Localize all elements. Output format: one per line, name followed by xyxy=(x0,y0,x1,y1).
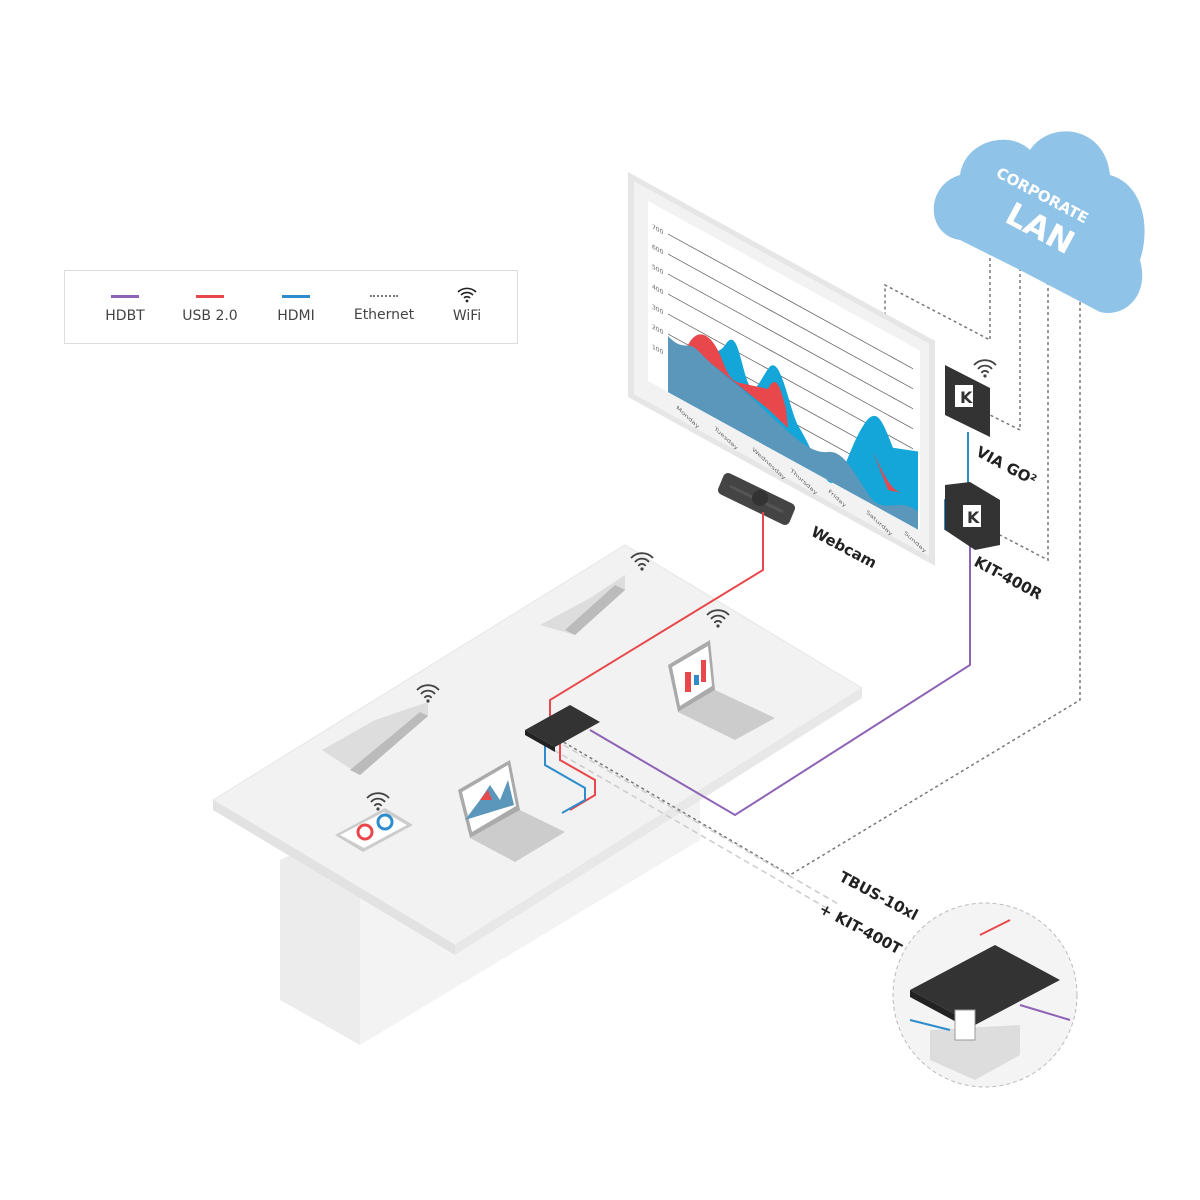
legend-label: HDMI xyxy=(277,308,315,324)
gridline xyxy=(668,293,913,430)
laptop-front xyxy=(458,760,565,862)
gridline xyxy=(668,253,913,390)
tablet xyxy=(335,792,413,852)
laptop-back-right xyxy=(540,552,654,635)
hdmi-swatch xyxy=(282,295,310,298)
y-tick-label: 200 xyxy=(652,323,663,337)
legend-label: WiFi xyxy=(452,308,482,324)
legend-label: HDBT xyxy=(105,308,145,324)
usb-cable xyxy=(549,512,764,725)
webcam-label: Webcam xyxy=(808,523,880,572)
legend: HDBT USB 2.0 HDMI Ethernet WiFi xyxy=(64,270,518,344)
kit-400r-label: KIT-400R xyxy=(971,553,1045,604)
legend-wifi: WiFi xyxy=(422,285,512,324)
via-go-label: VIA GO² xyxy=(973,443,1039,490)
series-blue xyxy=(668,336,918,530)
via-go-device: K VIA GO² xyxy=(945,359,1040,490)
laptop-hdmi xyxy=(544,745,586,814)
tbus-inset xyxy=(892,902,1078,1088)
y-tick-label: 700 xyxy=(652,223,663,237)
gridline xyxy=(668,233,913,370)
tbus-cable xyxy=(544,739,841,911)
corporate-lan-cloud: CORPORATE LAN xyxy=(933,131,1145,313)
laptop-back-left xyxy=(322,684,440,775)
y-tick-label: 100 xyxy=(652,343,663,357)
series-red-2 xyxy=(873,451,903,494)
ethernet-swatch xyxy=(370,295,398,297)
legend-hdbt: HDBT xyxy=(80,285,170,324)
legend-label: USB 2.0 xyxy=(182,308,238,324)
y-tick-label: 400 xyxy=(652,283,663,297)
tbus-box xyxy=(525,705,600,752)
gridline xyxy=(668,273,913,410)
series-red xyxy=(688,334,788,429)
hdbt-swatch xyxy=(111,295,139,298)
legend-hdmi: HDMI xyxy=(251,285,341,324)
legend-usb: USB 2.0 xyxy=(165,285,255,324)
laptop-usb xyxy=(559,740,596,811)
wifi-icon xyxy=(422,285,512,308)
y-tick-label: 500 xyxy=(652,263,663,277)
y-tick-label: 600 xyxy=(652,243,663,257)
cables xyxy=(544,432,971,817)
legend-ethernet: Ethernet xyxy=(339,285,429,323)
laptop-charts xyxy=(668,609,775,740)
svg-text:K: K xyxy=(967,508,980,527)
hdbt-cable xyxy=(589,540,971,817)
svg-text:K: K xyxy=(960,388,973,407)
usb-swatch xyxy=(196,295,224,298)
kit-400r-device: K KIT-400R xyxy=(945,482,1046,604)
y-tick-label: 300 xyxy=(652,303,663,317)
legend-label: Ethernet xyxy=(353,307,415,323)
